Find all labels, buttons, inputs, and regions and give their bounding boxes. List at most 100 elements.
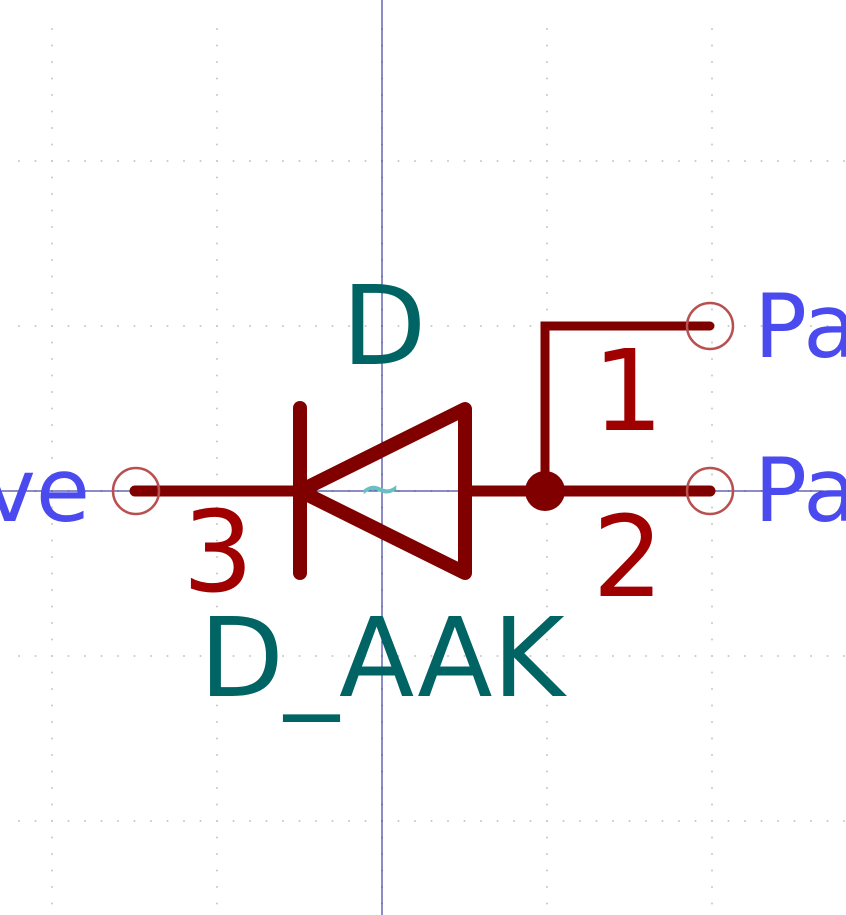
grid-dot: [397, 655, 400, 657]
grid-dot: [496, 160, 499, 162]
grid-dot: [331, 655, 334, 657]
grid-dot: [711, 572, 713, 575]
grid-dot: [51, 226, 53, 228]
grid-dot: [711, 424, 713, 426]
grid-dot: [595, 820, 598, 822]
grid-dot: [711, 886, 713, 888]
grid-dot: [117, 325, 119, 327]
grid-dot: [546, 94, 548, 96]
grid-dot: [216, 787, 218, 789]
grid-dot: [265, 820, 268, 822]
grid-dot: [133, 820, 136, 822]
grid-dot: [331, 325, 334, 327]
grid-dot: [100, 160, 103, 162]
grid-dot: [546, 28, 548, 30]
grid-dot: [513, 655, 515, 657]
grid-dot: [199, 655, 202, 657]
grid-dot: [661, 655, 664, 657]
grid-dot: [84, 655, 86, 657]
grid-dot: [529, 820, 532, 822]
grid-dot: [711, 193, 713, 195]
grid-dot: [51, 160, 53, 162]
grid-dot: [216, 556, 218, 558]
grid-dot: [546, 671, 548, 674]
grid-dot: [711, 688, 713, 690]
grid-dot: [216, 407, 218, 410]
grid-dot: [34, 655, 37, 657]
grid-dot: [546, 226, 548, 228]
grid-dot: [645, 820, 647, 822]
grid-dot: [51, 358, 53, 360]
grid-dot: [447, 820, 449, 822]
grid-dot: [51, 193, 53, 195]
grid-dot: [546, 803, 548, 806]
grid-dot: [364, 160, 367, 162]
grid-dot: [216, 44, 218, 47]
pin-1-line[interactable]: [540, 321, 715, 496]
grid-dot: [711, 176, 713, 179]
pin-3-end-marker[interactable]: [111, 466, 161, 516]
grid-dot: [265, 325, 268, 327]
grid-dot: [463, 820, 466, 822]
grid-dot: [760, 325, 763, 327]
grid-dot: [216, 325, 218, 327]
grid-dot: [51, 94, 53, 96]
grid-dot: [100, 820, 103, 822]
grid-dot: [414, 655, 416, 657]
grid-dot: [249, 820, 251, 822]
grid-dot: [216, 28, 218, 30]
grid-dot: [298, 820, 301, 822]
grid-dot: [546, 44, 548, 47]
grid-dot: [166, 655, 169, 657]
grid-dot: [216, 127, 218, 129]
grid-dot: [496, 820, 499, 822]
symbol-value[interactable]: D_AAK: [199, 594, 567, 722]
grid-dot: [546, 787, 548, 789]
grid-dot: [216, 737, 218, 740]
pin-1-end-marker[interactable]: [685, 301, 735, 351]
grid-dot: [183, 160, 185, 162]
grid-dot: [282, 160, 284, 162]
grid-dot: [546, 539, 548, 542]
grid-dot: [51, 704, 53, 707]
symbol-hidden-field[interactable]: ~: [358, 459, 402, 519]
grid-dot: [546, 160, 548, 162]
grid-dot: [216, 77, 218, 80]
grid-dot: [216, 391, 218, 393]
grid-dot: [216, 655, 218, 657]
grid-dot: [216, 176, 218, 179]
grid-dot: [661, 160, 664, 162]
grid-dot: [546, 902, 548, 905]
grid-dot: [249, 655, 251, 657]
grid-dot: [51, 44, 53, 47]
grid-dot: [711, 737, 713, 740]
grid-dot: [166, 325, 169, 327]
grid-dot: [199, 160, 202, 162]
grid-dot: [51, 275, 53, 278]
grid-dot: [546, 820, 548, 822]
grid-dot: [430, 160, 433, 162]
symbol-reference[interactable]: D: [342, 262, 427, 390]
grid-dot: [727, 325, 730, 327]
grid-dot: [546, 275, 548, 278]
grid-dot: [100, 325, 103, 327]
diode-anode-triangle[interactable]: [293, 402, 472, 580]
grid-dot: [579, 655, 581, 657]
grid-dot: [711, 787, 713, 789]
grid-dot: [463, 160, 466, 162]
grid-dot: [546, 869, 548, 872]
grid-dot: [546, 638, 548, 641]
grid-dot: [298, 655, 301, 657]
grid-dot: [249, 325, 251, 327]
grid-dot: [513, 820, 515, 822]
grid-dot: [34, 820, 37, 822]
grid-dot: [117, 160, 119, 162]
grid-dot: [546, 61, 548, 63]
grid-dot: [810, 820, 812, 822]
pin-2-end-marker[interactable]: [685, 466, 735, 516]
grid-dot: [711, 143, 713, 146]
grid-dot: [414, 820, 416, 822]
grid-dot: [51, 787, 53, 789]
